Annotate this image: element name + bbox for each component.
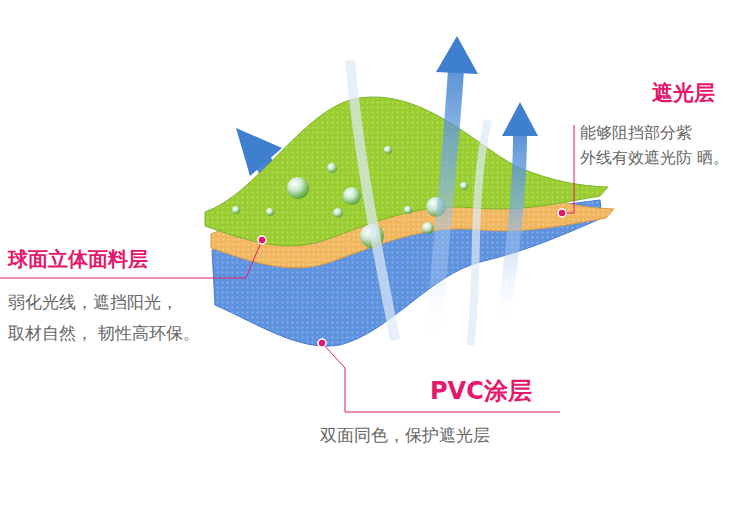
- leader-dot: [318, 339, 326, 347]
- arrow-head: [436, 36, 478, 74]
- air-arrow: [432, 70, 456, 345]
- water-drop: [287, 177, 309, 199]
- fabric-layer: [205, 97, 608, 246]
- leader-dot: [558, 209, 566, 217]
- water-drop: [333, 208, 343, 218]
- layer-description: 弱化光线，遮挡阳光， 取材自然， 韧性高环保。: [8, 287, 258, 349]
- water-drop: [404, 206, 412, 214]
- water-drop: [384, 146, 392, 154]
- water-drop: [460, 182, 468, 190]
- water-drop: [232, 206, 240, 214]
- leader-line: [562, 125, 574, 213]
- water-drop: [422, 222, 434, 234]
- layer-title: 遮光层: [652, 80, 715, 106]
- leader-dot: [258, 236, 266, 244]
- layer-description: 能够阻挡部分紫 外线有效遮光防 晒。: [580, 120, 730, 170]
- air-stream: [350, 60, 395, 340]
- water-drop: [266, 208, 274, 216]
- leader-line: [322, 343, 560, 412]
- air-arrow: [502, 135, 520, 330]
- layer-title: PVC涂层: [430, 376, 532, 406]
- layer-title: 球面立体面料层: [8, 246, 148, 272]
- layer-description: 双面同色，保护遮光层: [320, 422, 490, 448]
- water-drop: [327, 163, 337, 173]
- leader-line: [0, 240, 262, 278]
- air-stream: [470, 120, 488, 345]
- water-drop: [343, 187, 361, 205]
- arrow-head: [502, 102, 538, 136]
